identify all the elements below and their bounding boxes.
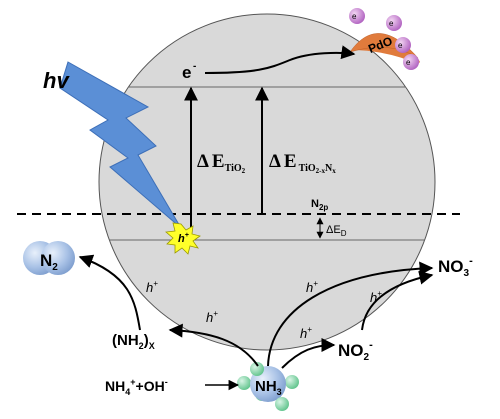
light-label: hv bbox=[43, 68, 70, 93]
arrow-nh2x-to-n2 bbox=[78, 254, 141, 331]
electron-ball bbox=[403, 54, 419, 70]
hole-label: h+ bbox=[178, 232, 189, 245]
electron-label: e bbox=[182, 63, 191, 82]
svg-text:NH3: NH3 bbox=[255, 378, 282, 397]
no2-label: NO2- bbox=[338, 339, 373, 363]
reactant-label: NH4++OH- bbox=[105, 377, 168, 397]
arrow-no2-to-no3 bbox=[361, 270, 434, 331]
pdo-electrons: e e e e bbox=[349, 8, 419, 70]
n2-molecule: N2 bbox=[23, 241, 75, 275]
arrow-nh3-to-no2 bbox=[281, 338, 336, 369]
svg-text:e: e bbox=[352, 12, 357, 21]
electron-ball bbox=[395, 37, 411, 53]
svg-text:h+: h+ bbox=[306, 279, 318, 295]
nh2x-label: (NH2)X bbox=[112, 332, 155, 351]
svg-text:h+: h+ bbox=[370, 289, 382, 305]
electron-transfer-arrow bbox=[204, 45, 356, 74]
delta-ed-label: ΔED bbox=[326, 224, 347, 238]
nh3-molecule: NH3 bbox=[237, 362, 299, 411]
svg-text:-: - bbox=[193, 61, 196, 72]
arrow-nh3-to-no3 bbox=[267, 261, 434, 367]
svg-text:e: e bbox=[389, 19, 394, 28]
svg-text:h+: h+ bbox=[206, 309, 218, 325]
electron-ball bbox=[349, 8, 365, 24]
n2p-label: N2p bbox=[311, 198, 328, 212]
arrow-nh3-to-nh2x bbox=[168, 323, 259, 367]
svg-text:N2: N2 bbox=[40, 251, 58, 273]
svg-text:e: e bbox=[406, 58, 411, 67]
catalyst-sphere bbox=[98, 13, 436, 351]
electron-ball bbox=[386, 15, 402, 31]
lightning-bolt bbox=[59, 61, 182, 229]
no3-label: NO3- bbox=[438, 255, 473, 279]
svg-text:h+: h+ bbox=[146, 279, 158, 295]
hole-labels: h+ h+ h+ h+ h+ bbox=[146, 279, 382, 341]
svg-text:h+: h+ bbox=[300, 325, 312, 341]
hole-starburst bbox=[165, 222, 201, 255]
svg-text:e: e bbox=[398, 41, 403, 50]
